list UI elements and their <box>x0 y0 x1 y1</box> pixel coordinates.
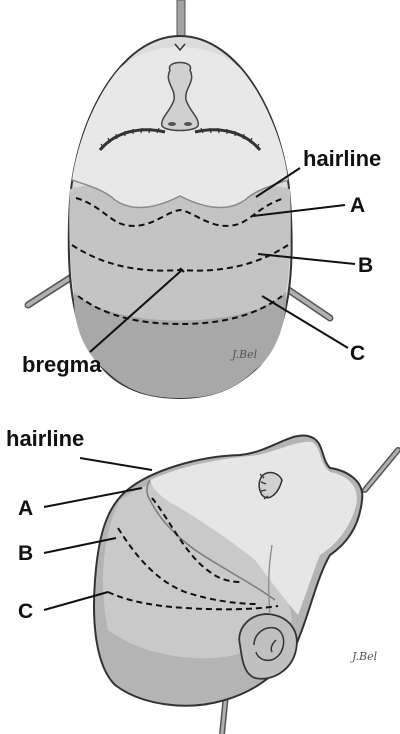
top-label-a: A <box>350 194 365 217</box>
nostril-left <box>168 122 176 126</box>
mid-scalp <box>69 183 291 321</box>
leader-side-hairline <box>80 458 152 470</box>
top-signature: J.Bel <box>230 348 258 361</box>
side-rod-right-inner <box>365 450 398 490</box>
side-label-b: B <box>18 542 33 565</box>
top-rod <box>177 0 185 40</box>
side-view-head: J.Bel hairline A B C <box>6 426 398 734</box>
side-signature: J.Bel <box>350 650 378 663</box>
side-ear <box>239 614 297 679</box>
top-label-bregma: bregma <box>22 352 102 377</box>
nostril-right <box>184 122 192 126</box>
top-view-head: J.Bel hairline A B C bregma <box>22 0 381 398</box>
top-label-c: C <box>350 342 365 365</box>
side-label-c: C <box>18 600 33 623</box>
side-label-a: A <box>18 497 33 520</box>
top-label-b: B <box>358 254 373 277</box>
top-label-hairline: hairline <box>303 146 381 171</box>
side-label-hairline: hairline <box>6 426 84 451</box>
